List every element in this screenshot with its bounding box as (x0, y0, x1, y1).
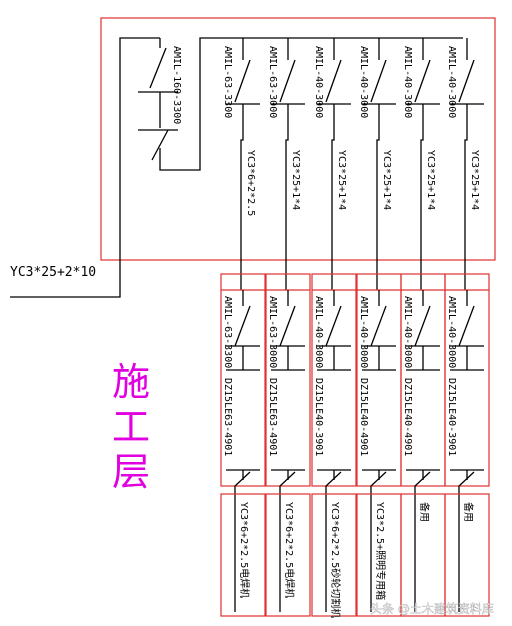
load-label: YC3*6+2*2.5电焊机 (238, 502, 251, 598)
rcd-label: DZ15LE63-4901 (222, 378, 233, 456)
sub-box-outline (265, 273, 311, 487)
main-breaker-blade (151, 129, 169, 161)
sub-breaker-label: AMIL-40-3000 (446, 296, 457, 368)
main-breaker-label: AMIL-160-3300 (171, 46, 182, 124)
rcd-label: DZ15LE40-3901 (313, 378, 324, 456)
floor-label-char-3: 层 (112, 450, 150, 494)
load-box-outline (444, 493, 490, 617)
rcd-label: DZ15LE40-4901 (358, 378, 369, 456)
branch-wire (414, 38, 431, 290)
sub-breaker-label: AMIL-40-3000 (402, 296, 413, 368)
sub-breaker-wire (370, 290, 387, 500)
branch-cable-label: YC3*25+1*4 (425, 150, 436, 210)
sub-breaker-label: AMIL-40-3000 (313, 296, 324, 368)
load-label: 备用 (462, 502, 475, 522)
branch-cable-label: YC3*25+1*4 (469, 150, 480, 210)
rcd-label: DZ15LE40-4901 (402, 378, 413, 456)
load-label: YC3*6+2*2.5砂轮切割机 (329, 502, 342, 618)
sub-breaker-wire (325, 290, 342, 500)
top-breaker-label: AMIL-40-3000 (402, 46, 413, 118)
sub-breaker-label: AMIL-40-3000 (358, 296, 369, 368)
sub-breaker-label: AMIL-63-3000 (267, 296, 278, 368)
top-breaker-label: AMIL-63-3000 (267, 46, 278, 118)
branch-wire (370, 38, 387, 290)
rcd-label: DZ15LE40-3901 (446, 378, 457, 456)
branch-cable-label: YC3*25+1*4 (381, 150, 392, 210)
load-box-outline (311, 493, 357, 617)
floor-label-char-1: 施 (112, 360, 150, 404)
branch-wire (458, 38, 475, 290)
main-box-outline (100, 17, 496, 261)
branch-wire (325, 38, 342, 290)
load-label: YC3*6+2*2.5电焊机 (283, 502, 296, 598)
incoming-feeder-line (10, 37, 160, 298)
main-breaker: AMIL-160-3300 (138, 37, 463, 171)
top-breaker-label: AMIL-40-3000 (358, 46, 369, 118)
floor-label-char-2: 工 (112, 405, 150, 449)
sub-breaker-label: AMIL-63-3300 (222, 296, 233, 368)
sub-breaker-wire (458, 290, 475, 500)
branch-cable-label: YC3*25+1*4 (290, 150, 301, 210)
incoming-cable-label: YC3*25+2*10 (10, 265, 96, 280)
load-box-outline (220, 493, 266, 617)
branch-cable-label: YC3*6+2*2.5 (245, 150, 256, 216)
branch-wire (279, 38, 296, 290)
top-breaker-label: AMIL-40-3000 (313, 46, 324, 118)
sub-box-outline (220, 273, 266, 487)
branch-circuits: AMIL-63-3300YC3*6+2*2.5AMIL-63-3300DZ15L… (220, 38, 490, 618)
branch-cable-label: YC3*25+1*4 (336, 150, 347, 210)
sub-breaker-wire (234, 290, 251, 500)
rcd-label: DZ15LE63-4901 (267, 378, 278, 456)
branch-wire (234, 38, 251, 290)
load-box-outline (265, 493, 311, 617)
sub-box-outline (311, 273, 357, 487)
top-breaker-label: AMIL-40-3000 (446, 46, 457, 118)
load-label: 备用 (418, 502, 431, 522)
watermark: 头条 @土木建筑资料库 (370, 601, 494, 616)
load-label: YC3*2.5+照明专用箱 (374, 502, 387, 600)
sub-breaker-wire (279, 290, 296, 500)
main-busbar (149, 37, 463, 171)
top-breaker-label: AMIL-63-3300 (222, 46, 233, 118)
sub-box-outline (444, 273, 490, 487)
sub-breaker-wire (414, 290, 431, 500)
